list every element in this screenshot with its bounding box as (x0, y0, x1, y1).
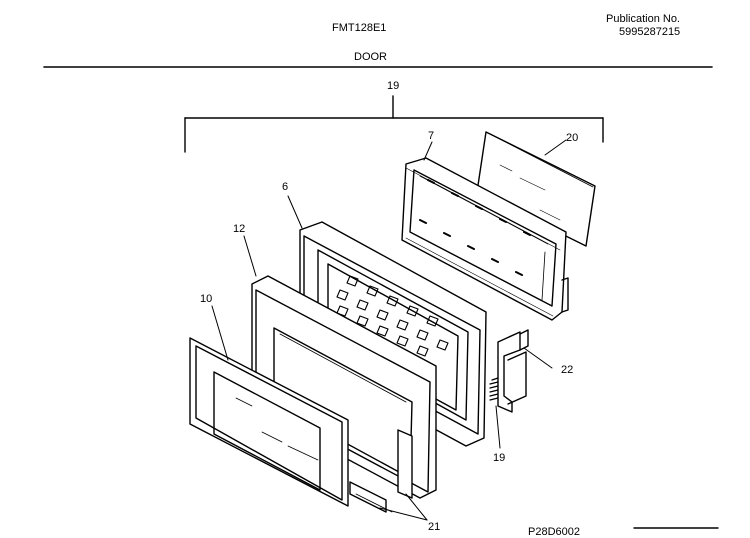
part-7-frame (401, 141, 569, 321)
publication-label: Publication No. (606, 13, 680, 25)
callout-12: 12 (233, 223, 245, 235)
publication-number: 5995287215 (619, 26, 681, 38)
callout-21: 21 (428, 521, 440, 533)
callout-6: 6 (282, 181, 288, 193)
callout-19-assembly: 19 (387, 80, 399, 92)
figure-code: P28D6002 (528, 526, 580, 538)
part-12-outer-frame (243, 235, 437, 499)
callout-7: 7 (428, 130, 434, 142)
callout-19-latch: 19 (493, 452, 505, 464)
part-22-latch-bracket (497, 329, 553, 413)
part-20-glass-panel (476, 131, 596, 247)
part-19-latch-spring (489, 377, 501, 449)
model-number: FMT128E1 (332, 22, 387, 34)
callout-22: 22 (561, 364, 573, 376)
assembly-bracket (184, 95, 604, 153)
callout-10: 10 (200, 293, 212, 305)
part-21-trim-strips (349, 481, 428, 521)
part-10-front-window (189, 305, 349, 507)
section-title: DOOR (354, 51, 387, 63)
callout-20: 20 (566, 132, 578, 144)
